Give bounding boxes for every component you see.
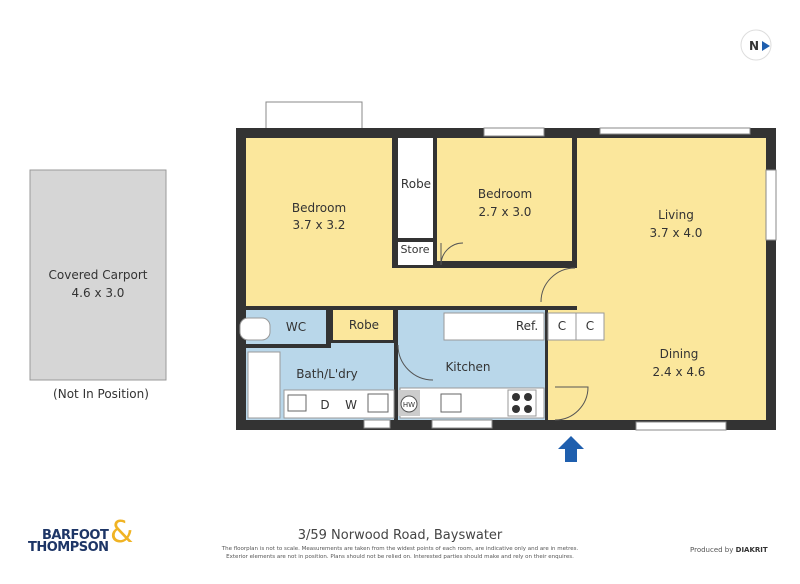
bedroom1-area: [246, 138, 392, 306]
windows: [363, 127, 777, 431]
kitchen-bench-top: [443, 312, 545, 341]
toilet-icon: [239, 317, 271, 341]
store-area: [398, 242, 433, 265]
hot-water-label: HW: [403, 401, 415, 409]
bedroom2-area: [437, 138, 572, 261]
wc-label: WC: [286, 320, 306, 334]
living-dining-area: [577, 138, 766, 420]
robe2-area: [333, 310, 393, 340]
ref-label: Ref.: [516, 319, 538, 333]
hallway: [380, 268, 577, 306]
bath-label: Bath/L'dry: [296, 367, 358, 381]
doors: [397, 242, 589, 421]
carport-note: (Not In Position): [53, 387, 149, 401]
bedroom1-size: 3.7 x 3.2: [293, 218, 346, 232]
cupboard1-label: C: [558, 319, 566, 333]
property-address: 3/59 Norwood Road, Bayswater: [297, 528, 503, 543]
robe2-label: Robe: [349, 318, 379, 332]
carport-name: Covered Carport: [49, 268, 148, 282]
store-label: Store: [400, 243, 429, 256]
bathtub: [247, 351, 281, 419]
compass: N: [740, 29, 772, 61]
dining-name: Dining: [660, 347, 699, 361]
cooktop-icon: [507, 389, 537, 417]
carport-area: [29, 169, 167, 381]
living-name: Living: [658, 208, 694, 222]
dining-size: 2.4 x 4.6: [653, 365, 706, 379]
carport-size: 4.6 x 3.0: [72, 286, 125, 300]
dryer-label: D: [320, 398, 329, 412]
sink-icons: [287, 393, 462, 413]
washer-label: W: [345, 398, 357, 412]
disclaimer: The floorplan is not to scale. Measureme…: [221, 546, 579, 560]
robe1-area: [398, 138, 433, 238]
bedroom1-name: Bedroom: [292, 201, 346, 215]
cupboard2-label: C: [586, 319, 594, 333]
living-size: 3.7 x 4.0: [650, 226, 703, 240]
compass-arrow-icon: [762, 41, 770, 51]
compass-label: N: [749, 39, 759, 53]
entry-arrow-icon: [558, 436, 584, 462]
kitchen-label: Kitchen: [445, 360, 490, 374]
produced-by: Produced by DIAKRIT: [690, 546, 768, 554]
robe1-label: Robe: [401, 177, 431, 191]
bedroom2-name: Bedroom: [478, 187, 532, 201]
bay-window: [265, 101, 363, 131]
bedroom2-size: 2.7 x 3.0: [479, 205, 532, 219]
